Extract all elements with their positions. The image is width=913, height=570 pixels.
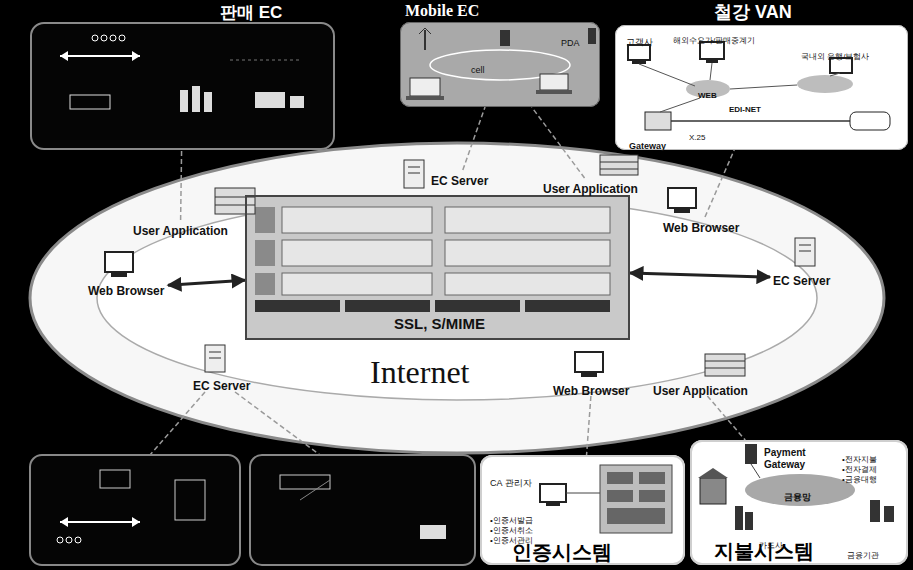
- text-holder: 금융망: [784, 486, 811, 504]
- label: 해외수요가/판매중계기: [673, 36, 755, 45]
- text-holder: EC Server: [773, 271, 830, 289]
- text-holder: cell: [471, 59, 485, 77]
- label: 카드사: [759, 541, 783, 550]
- label: X.25: [689, 133, 705, 142]
- label: •인증서관리: [490, 536, 533, 545]
- node-text: Internet: [370, 354, 470, 391]
- label: 고객사: [626, 37, 653, 47]
- label: 금융망: [784, 492, 811, 502]
- internet-ring: [30, 143, 884, 453]
- payment-panel-art: [690, 440, 908, 565]
- text-holder: Web Browser: [88, 281, 164, 299]
- label: EDI-NET: [729, 105, 761, 114]
- application-node: User Application: [130, 220, 231, 236]
- text-holder: •인증서발급: [490, 509, 533, 527]
- server-node: EC Server: [190, 375, 254, 391]
- monitor-icon: [105, 188, 696, 377]
- text-holder: 금융기관: [847, 544, 879, 562]
- connector: [168, 280, 245, 285]
- application-node: User Application: [540, 178, 641, 194]
- text-holder: User Application: [543, 179, 638, 197]
- panel: 인증시스템CA 관리자•인증서발급•인증서취소•인증서관리: [480, 455, 685, 565]
- network-ring: InternetUser ApplicationEC ServerUser Ap…: [30, 143, 885, 453]
- node-text: Mobile EC: [405, 2, 479, 20]
- security-box: SSL, S/MIME: [245, 195, 630, 340]
- browser-node: Web Browser: [85, 280, 168, 296]
- certificate-panel-art: [480, 455, 685, 565]
- connector: [705, 150, 734, 217]
- node-text: Web Browser: [663, 222, 739, 236]
- label: •인증서발급: [490, 516, 533, 525]
- text-holder: EC Server: [193, 376, 250, 394]
- browser-node: Web Browser: [660, 217, 743, 233]
- bottom-panels-art: [30, 392, 475, 565]
- node-text: SSL, S/MIME: [394, 315, 485, 332]
- label: •전자결제: [842, 465, 877, 474]
- node-text: User Application: [543, 183, 638, 197]
- label: 금융기관: [847, 551, 879, 560]
- text-holder: 고객사: [626, 31, 653, 49]
- label: cell: [471, 65, 485, 75]
- text-holder: 철강 VAN: [714, 2, 792, 23]
- label: PDA: [561, 38, 580, 48]
- connector: [532, 107, 585, 178]
- server-node: EC Server: [770, 270, 834, 286]
- text-holder: Mobile EC: [405, 2, 479, 20]
- text-holder: 카드사: [759, 534, 783, 552]
- text-holder: Web Browser: [553, 381, 629, 399]
- security-box-art: [245, 195, 630, 340]
- panel: Mobile ECPDAcell: [400, 22, 600, 107]
- label: Payment Gateway: [764, 447, 826, 470]
- text-holder: 국내외 은행/보험사: [801, 45, 869, 63]
- label: Gateway: [629, 141, 666, 151]
- connector: [707, 396, 745, 440]
- node-text: EC Server: [431, 175, 488, 189]
- label: WEB: [698, 91, 717, 100]
- panel: 철강 VAN고객사해외수요가/판매중계기국내외 은행/보험사WEBEDI-NET…: [615, 25, 908, 150]
- text-holder: Gateway: [629, 135, 666, 153]
- text-holder: EDI-NET: [729, 98, 761, 116]
- connector: [180, 150, 182, 220]
- browser-node: Web Browser: [550, 380, 633, 396]
- text-holder: User Application: [133, 221, 228, 239]
- text-holder: X.25: [689, 126, 705, 144]
- label: •금융대행: [842, 475, 877, 484]
- label: •인증서취소: [490, 526, 533, 535]
- node-text: EC Server: [773, 275, 830, 289]
- node-text: User Application: [653, 385, 748, 399]
- text-holder: Payment Gateway: [764, 447, 826, 472]
- van-panel-art: [615, 25, 908, 150]
- label: CA 관리자: [490, 478, 532, 488]
- connector: [463, 107, 485, 170]
- text-holder: Internet: [370, 354, 470, 391]
- application-node: User Application: [650, 380, 751, 396]
- text-holder: PDA: [561, 32, 580, 50]
- text-holder: •전자지불: [842, 448, 877, 466]
- application-icon: [215, 155, 745, 376]
- node-text: 판매 EC: [220, 3, 282, 23]
- label: 국내외 은행/보험사: [801, 52, 869, 61]
- server-node: EC Server: [428, 170, 492, 186]
- panel: 판매 EC: [30, 22, 335, 150]
- node-text: EC Server: [193, 380, 250, 394]
- sales-panel-art: [30, 22, 335, 150]
- connector: [587, 396, 591, 455]
- text-holder: 해외수요가/판매중계기: [673, 29, 755, 47]
- text-holder: CA 관리자: [490, 472, 532, 490]
- panel: 지불시스템Payment Gateway•전자지불•전자결제•금융대행금융망카드…: [690, 440, 908, 565]
- text-holder: WEB: [698, 84, 717, 102]
- mobile-panel-art: [400, 22, 600, 107]
- text-holder: 판매 EC: [220, 3, 282, 23]
- text-holder: EC Server: [431, 171, 488, 189]
- server-icon: [205, 160, 815, 372]
- text-holder: User Application: [653, 381, 748, 399]
- text-holder: Web Browser: [663, 218, 739, 236]
- connector: [630, 273, 770, 277]
- node-text: 철강 VAN: [714, 2, 792, 23]
- node-text: Web Browser: [88, 285, 164, 299]
- text-holder: SSL, S/MIME: [247, 315, 632, 333]
- label: •전자지불: [842, 455, 877, 464]
- node-text: Web Browser: [553, 385, 629, 399]
- node-text: User Application: [133, 225, 228, 239]
